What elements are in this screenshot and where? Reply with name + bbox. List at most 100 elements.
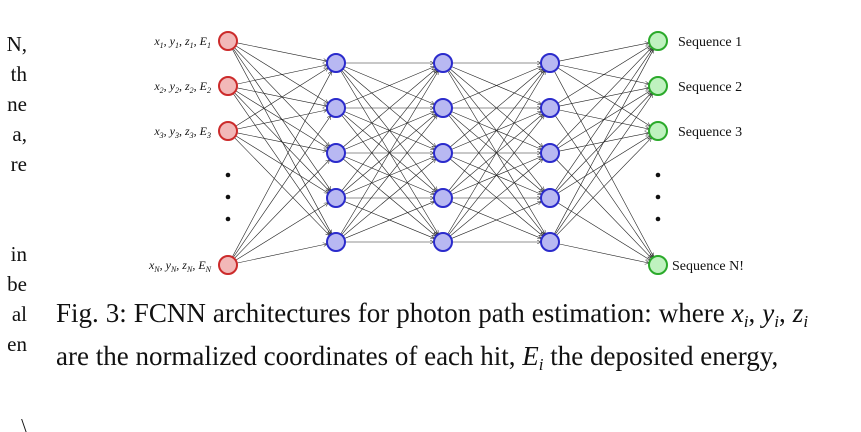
output-label: Sequence N! bbox=[672, 259, 744, 274]
hidden-node bbox=[433, 143, 453, 163]
left-fragment: \ bbox=[21, 414, 27, 432]
hidden-node bbox=[433, 232, 453, 252]
output-ellipsis-dot bbox=[655, 216, 661, 222]
output-ellipsis-dot bbox=[655, 194, 661, 200]
input-label: x3, y3, z3, E3 bbox=[153, 124, 211, 140]
hidden-node bbox=[326, 53, 346, 73]
hidden-node bbox=[433, 98, 453, 118]
edge-line bbox=[451, 156, 541, 195]
edge-line bbox=[554, 48, 653, 191]
caption-prefix: Fig. 3: FCNN architectures for photon pa… bbox=[56, 298, 725, 328]
edge-line bbox=[342, 159, 436, 237]
caption-var-x: x bbox=[731, 298, 744, 328]
caption-var-y: y bbox=[762, 298, 775, 328]
output-label: Sequence 2 bbox=[678, 80, 742, 95]
edge-line bbox=[236, 110, 327, 130]
edge-line bbox=[556, 159, 652, 258]
edge-line bbox=[342, 69, 436, 148]
edge-line bbox=[344, 201, 434, 239]
edge-line bbox=[449, 159, 543, 237]
edge-line bbox=[340, 71, 439, 235]
input-node bbox=[218, 76, 238, 96]
network-nodes bbox=[218, 31, 668, 275]
caption-sub: i bbox=[743, 312, 749, 331]
hidden-node bbox=[433, 188, 453, 208]
edge-line bbox=[448, 115, 545, 236]
output-node bbox=[648, 76, 668, 96]
output-node bbox=[648, 255, 668, 275]
hidden-node bbox=[540, 98, 560, 118]
output-node bbox=[648, 31, 668, 51]
edge-line bbox=[451, 66, 541, 105]
input-label: x1, y1, z1, E1 bbox=[153, 34, 211, 50]
caption-sub: i bbox=[803, 312, 809, 331]
hidden-node bbox=[433, 53, 453, 73]
left-fragment: ne bbox=[7, 92, 27, 116]
hidden-node bbox=[326, 143, 346, 163]
output-ellipsis-dot bbox=[655, 172, 661, 178]
hidden-node bbox=[540, 53, 560, 73]
edge-line bbox=[344, 66, 434, 105]
edge-line bbox=[554, 93, 653, 235]
figure-caption: Fig. 3: FCNN architectures for photon pa… bbox=[56, 298, 809, 374]
hidden-node bbox=[540, 188, 560, 208]
edge-line bbox=[558, 243, 649, 263]
caption-suffix: the deposited energy, bbox=[543, 341, 779, 371]
output-node bbox=[648, 121, 668, 141]
edge-line bbox=[556, 47, 652, 147]
hidden-node bbox=[326, 188, 346, 208]
input-label: xN, yN, zN, EN bbox=[148, 258, 212, 274]
output-label: Sequence 1 bbox=[678, 35, 742, 50]
edge-line bbox=[234, 159, 330, 259]
left-fragment: al bbox=[11, 302, 27, 326]
input-ellipsis-dot bbox=[225, 216, 231, 222]
input-label: x2, y2, z2, E2 bbox=[153, 79, 211, 95]
caption-var-E: E bbox=[522, 341, 539, 371]
edge-line bbox=[451, 201, 541, 239]
edge-line bbox=[556, 137, 651, 236]
edge-line bbox=[553, 49, 653, 235]
edge-line bbox=[558, 43, 649, 62]
edge-line bbox=[557, 202, 651, 261]
input-ellipsis-dot bbox=[225, 194, 231, 200]
input-node bbox=[218, 31, 238, 51]
caption-var-z: z bbox=[792, 298, 804, 328]
left-column-text-fragments: N, th ne a, re in be al en \ bbox=[0, 0, 30, 432]
output-label: Sequence 3 bbox=[678, 125, 742, 140]
edge-line bbox=[236, 65, 327, 85]
hidden-node bbox=[540, 232, 560, 252]
hidden-node bbox=[326, 232, 346, 252]
left-fragment: be bbox=[7, 272, 27, 296]
edge-line bbox=[344, 156, 434, 195]
left-fragment: en bbox=[7, 332, 27, 356]
hidden-node bbox=[540, 143, 560, 163]
edge-line bbox=[235, 203, 329, 261]
edge-line bbox=[448, 70, 545, 192]
left-fragment: re bbox=[10, 152, 27, 176]
edge-line bbox=[236, 244, 327, 264]
edge-line bbox=[231, 71, 332, 258]
edge-line bbox=[232, 115, 331, 258]
edge-line bbox=[235, 68, 329, 127]
node-labels: x1, y1, z1, E1 x2, y2, z2, E2 x3, y3, z3, … bbox=[148, 34, 744, 274]
input-node bbox=[218, 121, 238, 141]
edge-line bbox=[341, 70, 438, 192]
edge-line bbox=[449, 69, 543, 148]
caption-sub: i bbox=[774, 312, 780, 331]
left-fragment: a, bbox=[12, 122, 27, 146]
fcnn-network-diagram: x1, y1, z1, E1 x2, y2, z2, E2 x3, y3, z3, … bbox=[148, 31, 744, 275]
edge-line bbox=[557, 46, 651, 104]
edge-line bbox=[341, 115, 438, 236]
input-ellipsis-dot bbox=[225, 172, 231, 178]
left-fragment: in bbox=[10, 242, 27, 266]
input-node bbox=[218, 255, 238, 275]
edge-line bbox=[447, 71, 546, 235]
connection-edges bbox=[231, 42, 654, 264]
caption-middle: are the normalized coordinates of each h… bbox=[56, 341, 523, 371]
left-fragment: N, bbox=[6, 32, 27, 56]
caption-sub: i bbox=[538, 355, 544, 374]
edge-line bbox=[231, 48, 331, 234]
left-fragment: th bbox=[10, 62, 27, 86]
edge-line bbox=[236, 42, 327, 61]
hidden-node bbox=[326, 98, 346, 118]
